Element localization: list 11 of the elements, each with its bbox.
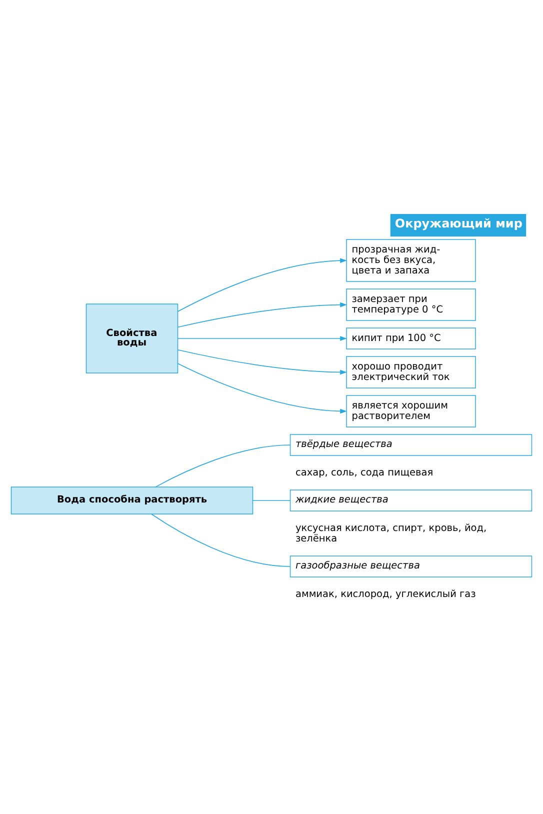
- connector: [150, 513, 291, 566]
- node-label: аммиак, кислород, углекислый газ: [296, 588, 476, 600]
- arrow: [177, 362, 347, 414]
- arrow: [177, 336, 347, 340]
- arrow: [177, 258, 347, 312]
- diagram-title: Окружающий мир: [394, 216, 522, 230]
- arrow: [178, 348, 347, 374]
- node-label: уксусная кислота, спирт, кровь, йод, зелёнка: [296, 522, 487, 544]
- arrow: [178, 302, 347, 328]
- connector: [155, 444, 291, 487]
- node-label: сахар, соль, сода пищевая: [296, 466, 434, 478]
